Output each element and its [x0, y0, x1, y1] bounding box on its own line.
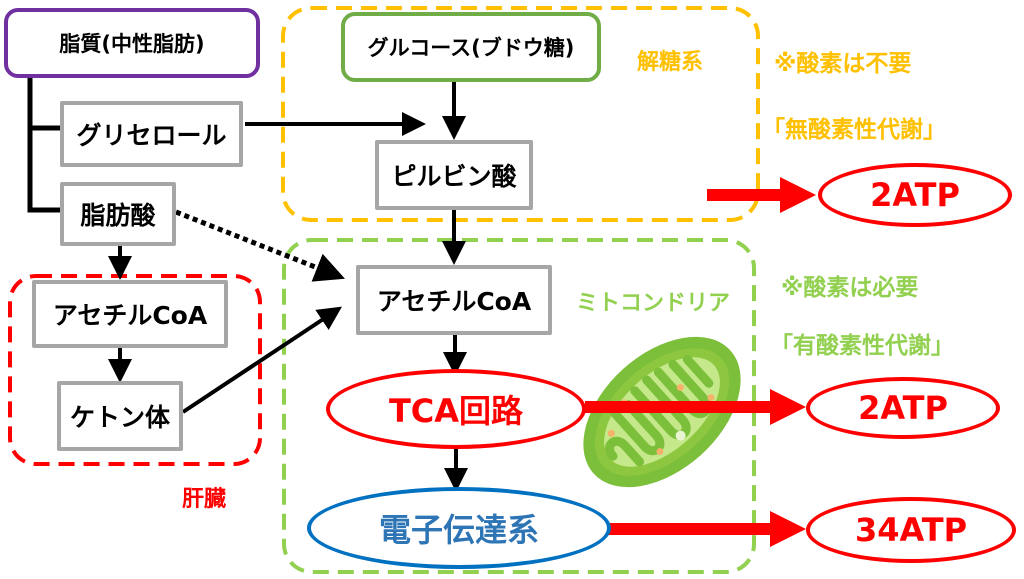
- atp-tca-value: 2ATP: [858, 389, 948, 427]
- acetyl-coa-label: アセチルCoA: [376, 287, 532, 316]
- glucose-node: グルコース(ブドウ糖): [341, 12, 601, 82]
- arrow-etc-to-atp: [608, 511, 806, 547]
- ketone-body-node: ケトン体: [57, 381, 183, 451]
- lipid-node: 脂質(中性脂肪): [4, 8, 260, 78]
- atp-electron-transport-value: 34ATP: [854, 511, 968, 549]
- pyruvic-acid-label: ピルビン酸: [391, 162, 517, 191]
- pyruvic-acid-node: ピルビン酸: [375, 140, 533, 210]
- atp-glycolysis: 2ATP: [818, 163, 1012, 227]
- acetyl-coa-node: アセチルCoA: [356, 265, 552, 335]
- aerobic-note: ※酸素は必要: [781, 275, 919, 301]
- liver-acetyl-coa-node: アセチルCoA: [32, 280, 228, 348]
- anaerobic-note: ※酸素は不要: [774, 51, 912, 77]
- tca-cycle-label: TCA回路: [388, 392, 524, 430]
- electron-transport-node: 電子伝達系: [307, 487, 611, 569]
- arrow-ketone-to-acetylcoa: [181, 306, 343, 414]
- glycerol-node: グリセロール: [60, 101, 243, 167]
- liver-region-label: 肝臓: [182, 487, 227, 512]
- fatty-acid-node: 脂肪酸: [60, 182, 176, 246]
- mitochondria-region-label: ミトコンドリア: [576, 291, 731, 316]
- atp-electron-transport: 34ATP: [806, 497, 1016, 563]
- arrow-glycolysis-to-atp: [707, 177, 816, 213]
- liver-acetyl-coa-label: アセチルCoA: [52, 301, 208, 330]
- aerobic-name: 「有酸素性代謝」: [770, 333, 954, 359]
- glucose-label: グルコース(ブドウ糖): [367, 36, 575, 60]
- arrow-fattyacid-to-acetylcoa: [175, 209, 345, 282]
- glycolysis-region-label: 解糖系: [637, 50, 704, 75]
- fatty-acid-label: 脂肪酸: [80, 201, 156, 230]
- lipid-branch-line: [27, 78, 62, 213]
- anaerobic-name: 「無酸素性代謝」: [762, 117, 946, 143]
- electron-transport-label: 電子伝達系: [378, 511, 539, 549]
- atp-glycolysis-value: 2ATP: [870, 176, 960, 214]
- glycerol-label: グリセロール: [76, 121, 227, 150]
- tca-cycle-node: TCA回路: [326, 369, 586, 449]
- ketone-body-label: ケトン体: [69, 403, 170, 432]
- glycolysis-region: [281, 6, 760, 222]
- atp-tca: 2ATP: [806, 377, 1000, 439]
- lipid-label: 脂質(中性脂肪): [59, 32, 205, 56]
- liver-region: [8, 274, 262, 466]
- mitochondria-region: [282, 238, 756, 574]
- arrow-tca-to-atp: [585, 389, 806, 425]
